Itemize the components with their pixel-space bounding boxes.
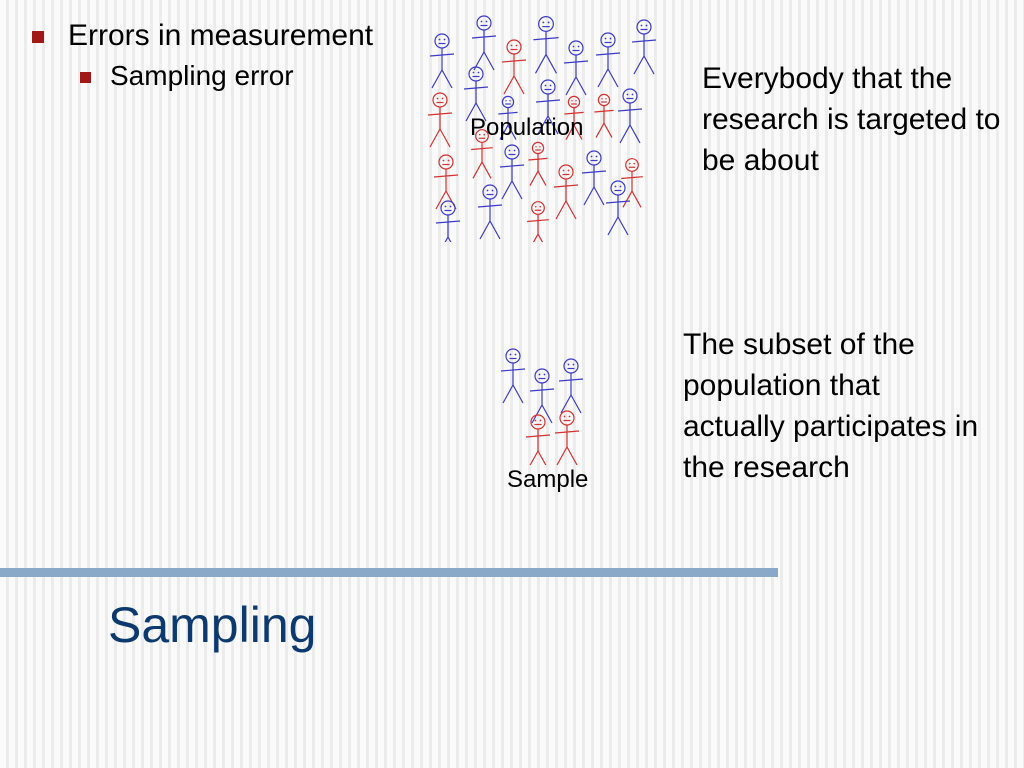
stick-figure-icon bbox=[527, 201, 549, 242]
stick-figure-icon bbox=[553, 164, 579, 220]
stick-figure-icon bbox=[533, 16, 559, 74]
population-description: Everybody that the research is targeted … bbox=[702, 62, 1001, 177]
stick-figure-icon bbox=[594, 93, 614, 138]
stick-figure-icon bbox=[525, 414, 551, 465]
bullet-text: Sampling error bbox=[110, 60, 294, 91]
stick-figure-icon bbox=[435, 200, 461, 242]
stick-figure-icon bbox=[558, 358, 584, 414]
population-figures bbox=[427, 15, 657, 242]
stick-figure-icon bbox=[471, 129, 493, 179]
stick-figure-icon bbox=[528, 141, 548, 186]
stick-figure-icon bbox=[605, 180, 631, 236]
bullet-list: Errors in measurement Sampling error bbox=[30, 14, 373, 96]
sample-label: Sample bbox=[507, 466, 589, 493]
stick-figure-icon bbox=[535, 79, 561, 135]
stick-figure-icon bbox=[427, 92, 453, 148]
bullet-square-icon bbox=[32, 31, 44, 43]
stick-figure-icon bbox=[529, 368, 555, 424]
bullet-square-icon bbox=[80, 72, 91, 83]
title-divider bbox=[0, 568, 778, 577]
stick-figure-icon bbox=[621, 158, 643, 208]
slide-title: Sampling bbox=[108, 597, 317, 653]
stick-figure-icon bbox=[429, 33, 455, 89]
bullet-item-errors-in-measurement: Errors in measurement bbox=[30, 14, 373, 58]
stick-figure-icon bbox=[463, 66, 489, 122]
stick-figure-icon bbox=[581, 150, 607, 206]
bullet-item-sampling-error: Sampling error bbox=[78, 56, 421, 96]
sample-description: The subset of the population that actual… bbox=[683, 328, 979, 484]
stick-figure-icon bbox=[471, 15, 497, 71]
stick-figure-icon bbox=[595, 32, 621, 88]
stick-figure-icon bbox=[563, 40, 589, 96]
stick-figure-icon bbox=[477, 184, 503, 240]
stick-figure-icon bbox=[500, 348, 526, 404]
sample-figures bbox=[500, 348, 584, 465]
stick-figure-icon bbox=[501, 39, 527, 95]
stick-figure-icon bbox=[498, 95, 518, 140]
bullet-text: Errors in measurement bbox=[68, 19, 374, 52]
stick-figure-icon bbox=[433, 154, 459, 210]
stick-figure-icon bbox=[554, 410, 580, 465]
stick-figure-icon bbox=[617, 88, 643, 144]
stick-figure-icon bbox=[499, 144, 525, 200]
stick-figure-icon bbox=[564, 95, 584, 140]
population-label: Population bbox=[470, 114, 584, 141]
stick-figure-icon bbox=[631, 19, 657, 75]
